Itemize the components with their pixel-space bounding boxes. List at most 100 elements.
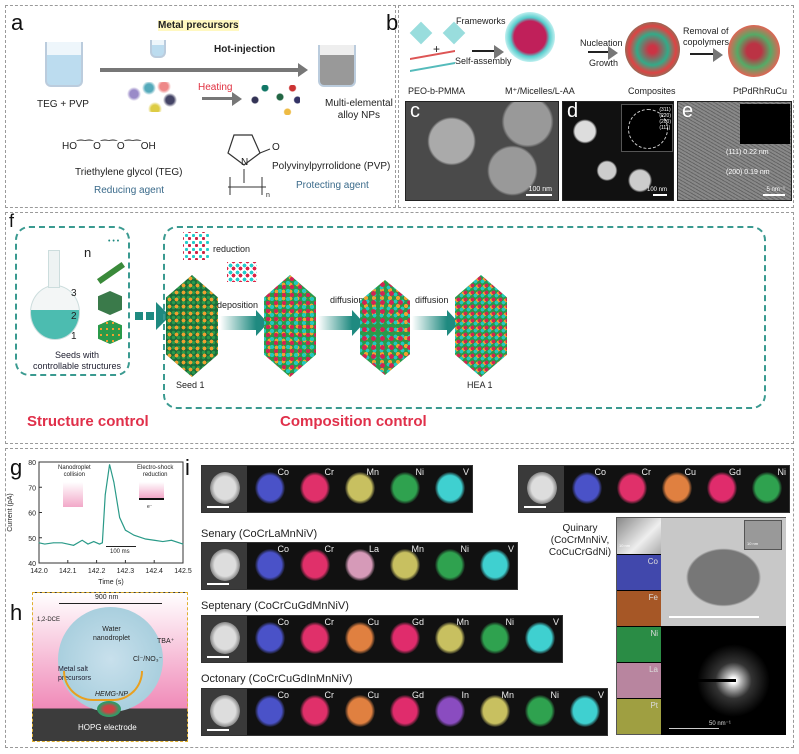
quinary-label: Quinary(CoCrMnNiV,CoCuCrGdNi) (545, 523, 615, 559)
panel-label-c: c (410, 101, 420, 122)
electrode-label: HOPG electrode (78, 723, 137, 732)
tem-eds-co: Co (617, 554, 661, 590)
element-label: Co (277, 690, 289, 700)
data-point (133, 534, 135, 536)
droplet-line-2: nanodroplet (93, 635, 130, 642)
beaker-teg-pvp (45, 42, 83, 87)
x-tick-label: 142.2 (88, 568, 106, 575)
eds-map-cr: Cr (609, 466, 654, 512)
path-1: 1 (71, 331, 77, 342)
self-assembly-arrow (472, 45, 504, 59)
eds-map-v: V (562, 689, 607, 735)
ptpdrhrucu-label: PtPdRhRuCu (733, 86, 788, 96)
eds-map-cu: Cu (337, 689, 382, 735)
element-map (300, 695, 330, 727)
element-map (752, 472, 782, 504)
element-label: Cr (324, 467, 335, 477)
element-label: Cr (324, 617, 335, 627)
element-label: Co (277, 467, 289, 477)
eds-map-cu: Cu (654, 466, 699, 512)
element-map (300, 472, 330, 504)
particle-image (527, 472, 557, 504)
path-3: 3 (71, 288, 77, 299)
pvp-n-atom: N (241, 157, 249, 168)
element-label: Mn (366, 467, 379, 477)
element-label: V (507, 544, 514, 554)
element-label: Ni (650, 629, 658, 638)
ring-labels: (311)(220)(200)(111) (659, 107, 671, 131)
composite-sphere (625, 22, 680, 77)
scale-d: 100 nm (646, 187, 667, 193)
element-label: Cr (324, 544, 335, 554)
scale-bar (524, 506, 546, 508)
scale-bar (207, 506, 229, 508)
data-point (61, 542, 63, 544)
micelles-label: M⁺/Micelles/L-AA (505, 86, 575, 96)
element-label: Cr (324, 690, 335, 700)
data-point (109, 464, 110, 465)
element-label: V (462, 467, 469, 477)
eds-map-co: Co (247, 616, 292, 662)
data-point (81, 539, 83, 541)
precursor-vial (150, 40, 166, 58)
flask-neck (48, 250, 60, 288)
eds-map-cr: Cr (292, 543, 337, 589)
element-label: Cr (641, 467, 652, 477)
hea-1-cluster (455, 275, 507, 377)
shock-line-2: reduction (142, 472, 168, 478)
data-point (44, 543, 46, 545)
frameworks-label: Frameworks (456, 16, 506, 26)
element-map (525, 622, 555, 654)
element-map (300, 549, 330, 581)
element-label: Gd (411, 617, 424, 627)
saed-scale-bar (669, 728, 719, 729)
panel-label-i: i (185, 455, 190, 480)
tem-eds-fe: Fe (617, 590, 661, 626)
diffraction-inset-d: (311)(220)(200)(111) (621, 104, 673, 152)
diffusion-label-1: diffusion (330, 295, 364, 305)
beaker-alloy-nps (318, 45, 356, 87)
eds-map-ni: Ni (517, 689, 562, 735)
haadf-image: 10 nm (617, 518, 661, 554)
eds-map-v: V (472, 543, 517, 589)
element-label: Gd (728, 467, 741, 477)
tem-scale-bar (669, 616, 759, 618)
seeds-line-2: controllable structures (33, 361, 122, 371)
panel-label-b: b (386, 10, 399, 35)
panel-f-frame (5, 212, 794, 444)
hot-injection-arrow (100, 63, 308, 77)
teg-structure: HO⁀⁀O⁀⁀O⁀⁀OH (62, 141, 156, 152)
element-map (435, 549, 465, 581)
saed-scale: 50 nm⁻¹ (709, 721, 731, 727)
data-point (113, 481, 115, 483)
plus-sign: + (433, 42, 441, 56)
deposition-label: deposition (217, 300, 259, 310)
element-label: Ni (777, 467, 787, 477)
data-point (99, 543, 100, 545)
x-axis-label: Time (s) (98, 579, 123, 586)
sem-tile (202, 616, 247, 662)
pvp-o: O (272, 142, 280, 153)
hrtem-image-e: e (111) 0.22 nm (200) 0.19 nm 5 nm⁻¹ (677, 101, 792, 201)
y-axis-label: Current (pA) (7, 493, 14, 532)
fft-inset-e (740, 104, 790, 144)
seed-1-small (98, 320, 122, 344)
element-map (345, 472, 375, 504)
series-line-current (38, 464, 184, 546)
reduced-atoms (227, 262, 257, 282)
data-point (153, 539, 155, 541)
eds-map-mn: Mn (337, 466, 382, 512)
teg-name: Triethylene glycol (TEG) (75, 167, 183, 178)
scale-bar-h (59, 603, 162, 604)
eds-map-cr: Cr (292, 466, 337, 512)
element-map (255, 695, 285, 727)
shock-illustration (139, 482, 164, 500)
panel-label-e: e (682, 101, 694, 122)
pvp-structure (227, 134, 271, 195)
self-assembly-label: Self-assembly (455, 56, 512, 66)
deposition-arrow (220, 310, 268, 336)
quinary-line-3: CoCuCrGdNi) (548, 547, 612, 558)
